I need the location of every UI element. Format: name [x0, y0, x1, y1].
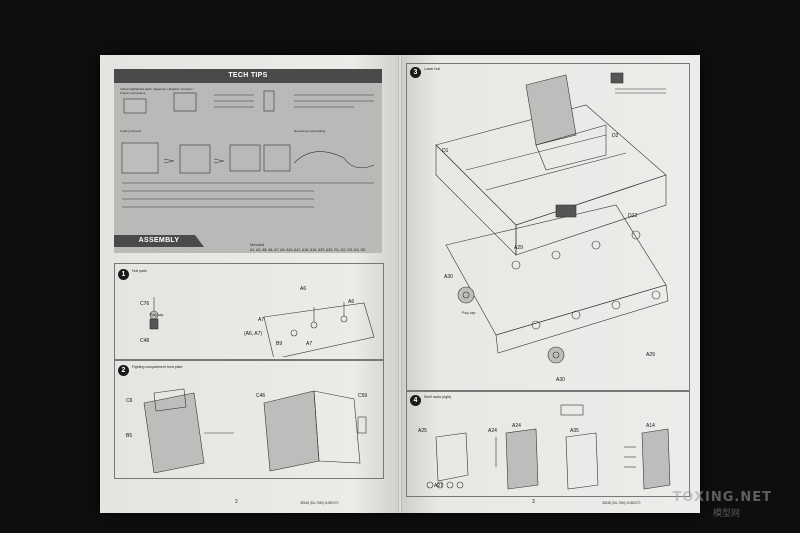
step-3-label-a30-2: A30	[556, 377, 565, 383]
step-3-number: 3	[410, 67, 421, 78]
step-4-label-a14: A14	[646, 423, 655, 429]
step-4-title: Shell racks (right)	[424, 395, 452, 399]
step-3-label-d13: D13	[628, 213, 638, 219]
step-2-box	[114, 359, 384, 479]
step-3-title: Lower hull	[424, 67, 440, 71]
step-1-drawing	[149, 297, 375, 357]
instruction-booklet: TECH TIPS Yellow highlighted parts: Japa…	[100, 55, 700, 513]
step-2-label-c46: C46	[256, 393, 266, 399]
step-1-title: Hull parts	[132, 269, 147, 273]
tech-tip-1: Yellow highlighted parts: Japanese / Eng…	[120, 87, 194, 95]
step-2-label-c6: C6	[126, 398, 133, 404]
step-2-label-b5: B5	[126, 433, 133, 439]
step-1-number: 1	[118, 269, 129, 280]
tech-tips-header: TECH TIPS	[114, 69, 382, 83]
step-2-title: Fighting compartment front plate	[132, 365, 183, 369]
watermark-cjk: 模型网	[712, 508, 740, 518]
step-2-drawing	[143, 388, 367, 473]
assembly-header: ASSEMBLY	[114, 235, 204, 247]
step-4-label-a24-1: A24	[488, 428, 497, 434]
unused-parts-list: A1, A2, A5, A6, A7, A9, A10, A11, A15, A…	[250, 248, 366, 252]
tech-tip-3: Removing metal plating	[294, 129, 326, 133]
step-1-label-b9: B9	[276, 341, 283, 347]
step-3-label-a29-2: A29	[646, 352, 655, 358]
tech-tips-illustrations	[121, 90, 375, 208]
step-3-label-a30-1: A30	[444, 274, 453, 280]
step-1-label-c48: C48	[140, 338, 150, 344]
right-page-number: 3	[532, 499, 535, 505]
step-1-label-a6-1: A6	[300, 286, 307, 292]
right-page: 3 Lower hull D1 D2 D13 A29 A30 A29 A30	[402, 55, 700, 513]
step-3-label-d2: D2	[612, 133, 619, 139]
step-3-drawing	[435, 72, 669, 364]
step-1-label-a7-2: A7	[306, 341, 313, 347]
watermark-text: TOXING.NET	[672, 490, 772, 505]
step-4-number: 4	[410, 395, 421, 406]
left-page-number: 2	[235, 499, 238, 505]
step-4-box	[406, 391, 690, 497]
step-1-label-a7-1: A7	[258, 317, 265, 323]
step-1-box	[114, 263, 384, 361]
tech-tips-panel: Yellow highlighted parts: Japanese / Eng…	[114, 83, 382, 253]
unused-parts-title: Not used	[250, 243, 265, 247]
step-2-label-c59: C59	[358, 393, 368, 399]
step-4-label-a25: A25	[418, 428, 427, 434]
step-3-label-a29-1: A29	[514, 245, 523, 251]
step-1-label-a6-a7: (A6, A7)	[244, 331, 263, 337]
step-2-number: 2	[118, 365, 129, 376]
step-4-drawing	[426, 404, 671, 490]
step-3-label-d1: D1	[442, 148, 449, 154]
step-1-poly-cap-note: Poly cap	[150, 313, 164, 317]
left-page: TECH TIPS Yellow highlighted parts: Japa…	[100, 55, 398, 513]
step-3-box	[406, 63, 690, 391]
right-page-code: 35348 (SU-76M) 11050070	[602, 501, 641, 505]
step-3-poly-cap-note: Poly cap	[462, 311, 476, 315]
booklet-spine	[398, 55, 402, 513]
step-1-label-c76: C76	[140, 301, 150, 307]
step-4-label-a27: A27	[434, 483, 443, 489]
step-4-label-a24-2: A24	[512, 423, 521, 429]
step-1-label-a6-2: A6	[348, 299, 355, 305]
tech-tip-2: Cutting off parts	[120, 129, 142, 133]
step-4-label-a35: A35	[570, 428, 579, 434]
left-page-code: 35348 (SU-76M) 11050070	[300, 501, 339, 505]
